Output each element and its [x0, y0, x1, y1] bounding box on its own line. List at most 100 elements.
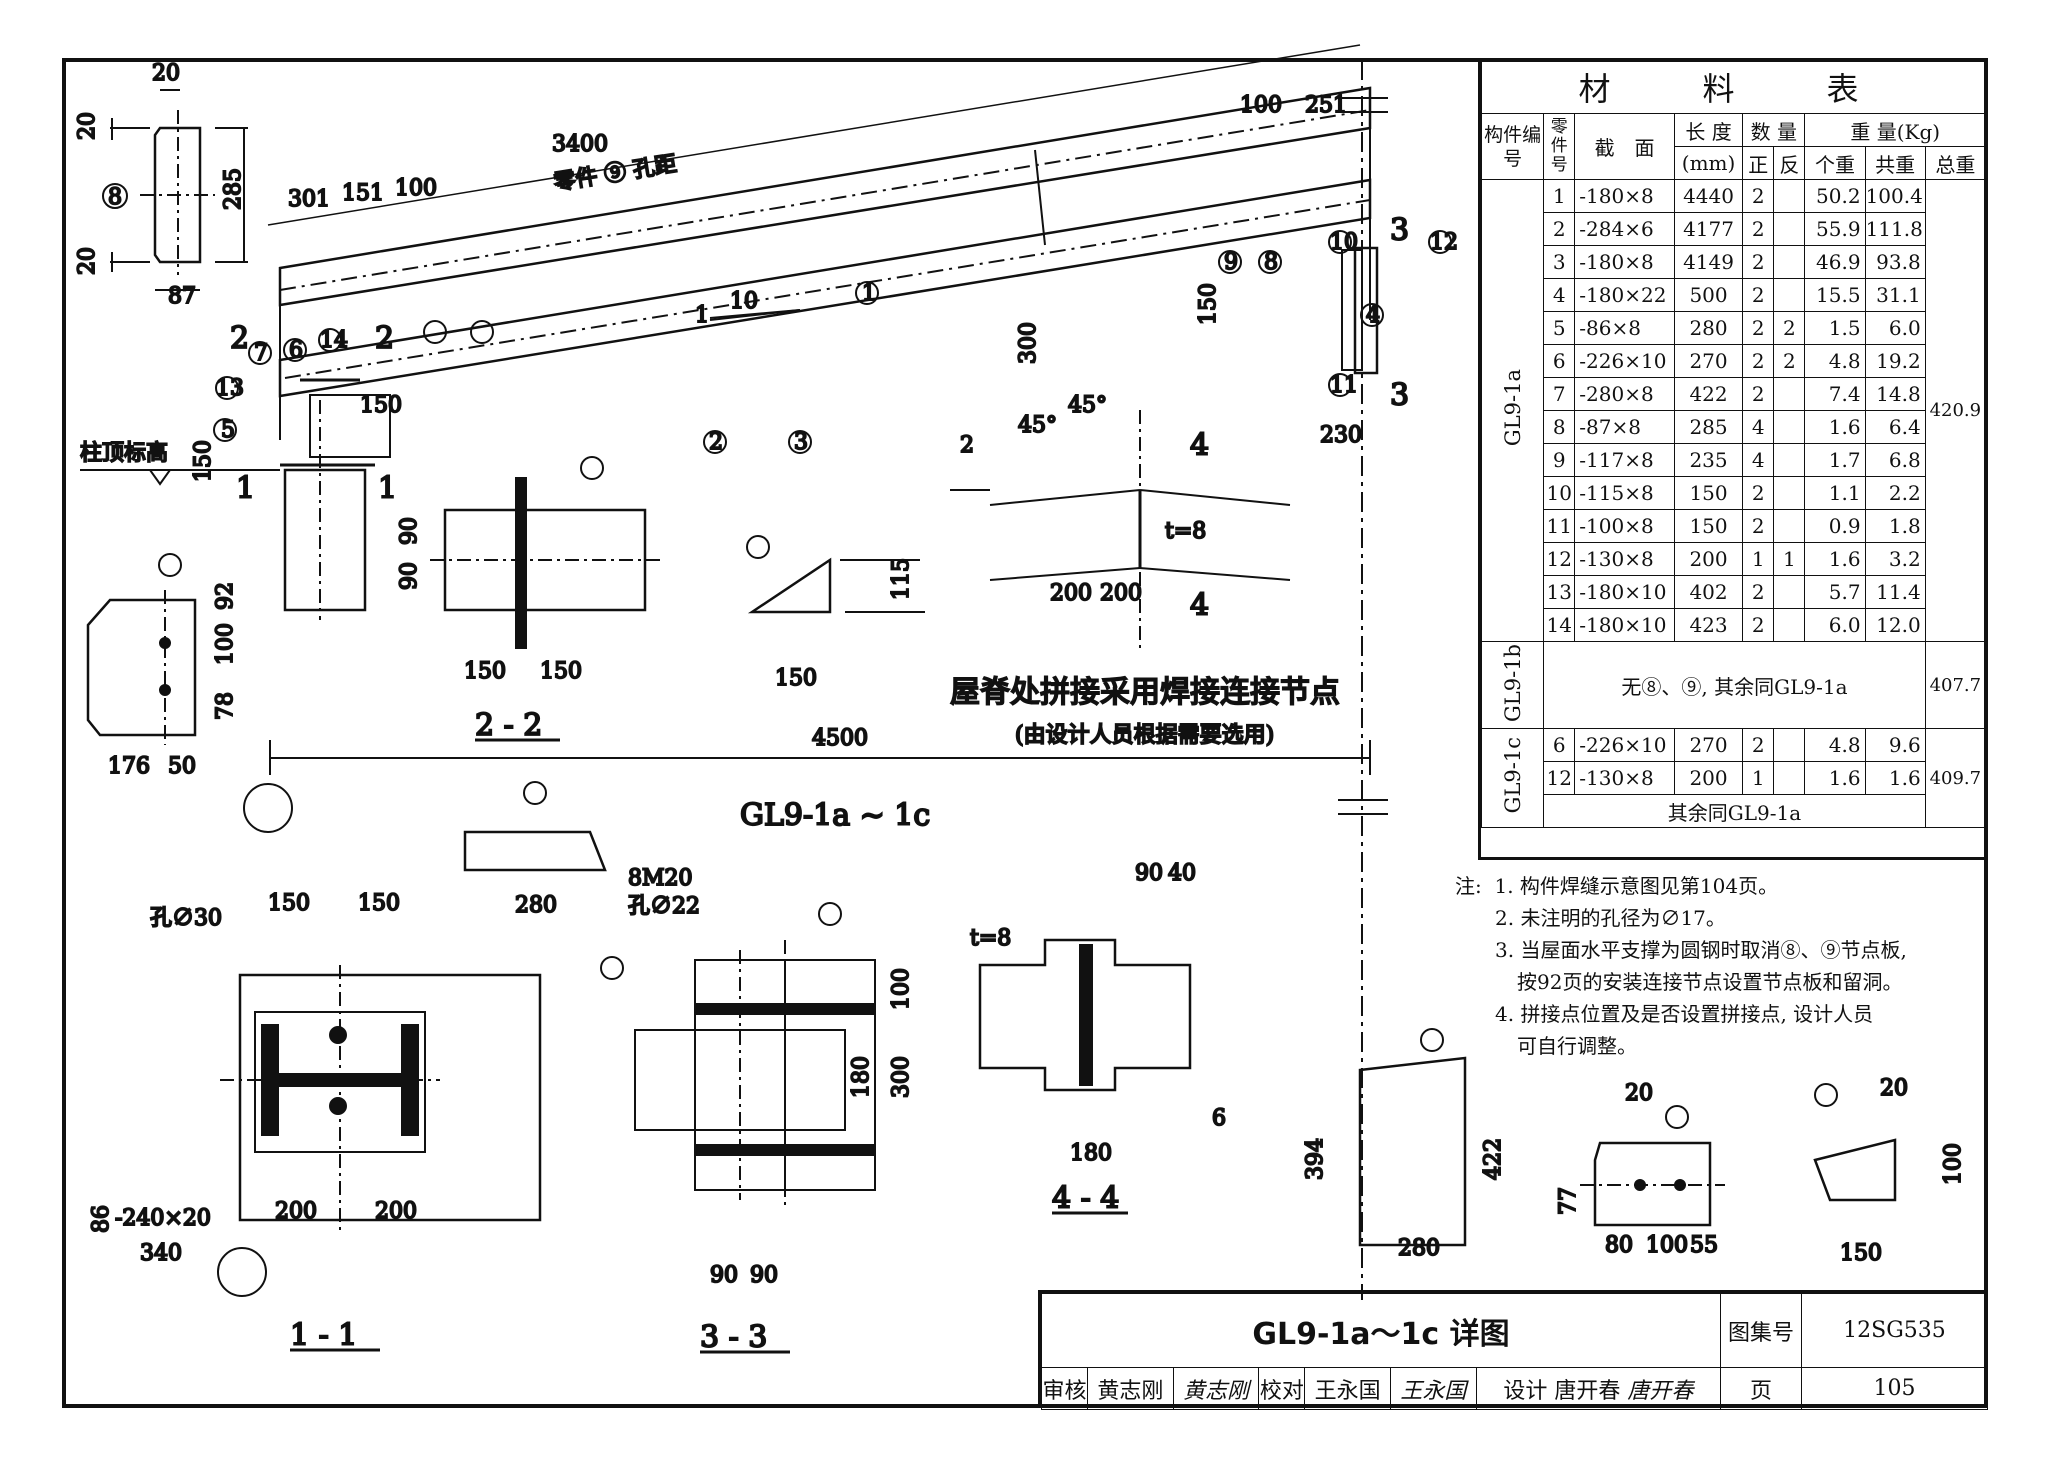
cell-section: -100×8	[1574, 509, 1675, 543]
dim-300-beam: 300	[1016, 322, 1041, 364]
reviewer-signature: 黄志刚	[1172, 1367, 1260, 1410]
cell-unit-weight: 1.1	[1804, 476, 1866, 510]
dim-251: 251	[1305, 93, 1347, 118]
dim-340: 340	[140, 1241, 182, 1266]
cell-qty-pos: 2	[1742, 509, 1775, 543]
dim-20-p9: 20	[1625, 1081, 1653, 1106]
cell-part-no: 6	[1543, 344, 1576, 378]
title-block: GL9-1a～1c 详图 图集号 12SG535 审核 黄志刚 黄志刚 校对 王…	[1038, 1290, 1988, 1410]
cell-unit-weight: 4.8	[1804, 728, 1866, 762]
dim-90-22b: 90	[397, 562, 422, 590]
member-b-note: 无⑧、⑨, 其余同GL9-1a	[1543, 641, 1926, 729]
cell-length: 402	[1673, 575, 1744, 609]
section-1-1: 1 - 1	[290, 1318, 357, 1353]
cell-total-weight: 111.8	[1864, 212, 1926, 246]
page-label: 页	[1720, 1367, 1802, 1410]
dim-90-22a: 90	[397, 517, 422, 545]
dim-77-p9: 77	[1556, 1187, 1581, 1215]
cell-part-no: 12	[1543, 761, 1576, 795]
cell-length: 4149	[1673, 245, 1744, 279]
hdr-qty-pos: 正	[1742, 146, 1775, 180]
cell-qty-rev	[1773, 410, 1806, 444]
note-line-5: 4. 拼接点位置及是否设置拼接点, 设计人员	[1495, 1002, 1874, 1026]
dim-100-a: 100	[395, 176, 437, 201]
cell-qty-rev	[1773, 761, 1806, 795]
dim-151: 151	[342, 181, 384, 206]
atlas-label: 图集号	[1720, 1293, 1802, 1368]
dim-50-p6: 50	[168, 754, 196, 779]
cell-qty-rev	[1773, 728, 1806, 762]
grand-total-cell: 409.7	[1924, 728, 1987, 828]
dim-230: 230	[1320, 423, 1362, 448]
material-row-note: 其余同GL9-1a	[1482, 794, 1986, 828]
cell-section: -86×8	[1574, 311, 1675, 345]
weld-6: 6	[1212, 1106, 1226, 1131]
dim-150-22a: 150	[464, 659, 506, 684]
hdr-weight: 重 量(Kg)	[1804, 113, 1986, 147]
member-cell: GL9-1a	[1480, 179, 1545, 642]
dim-176: 176	[108, 754, 150, 779]
dim-55-p9: 55	[1690, 1233, 1718, 1258]
cell-length: 4177	[1673, 212, 1744, 246]
dim-100-top: 100	[1240, 93, 1282, 118]
callout-1: 1	[862, 281, 876, 306]
page-number: 105	[1801, 1367, 1988, 1410]
cell-unit-weight: 1.6	[1804, 761, 1866, 795]
hdr-qty-rev: 反	[1773, 146, 1806, 180]
dim-92: 92	[213, 582, 238, 610]
callout-8: 8	[1264, 250, 1278, 275]
cell-unit-weight: 15.5	[1804, 278, 1866, 312]
dim-200-11a: 200	[275, 1199, 317, 1224]
hdr-section: 截 面	[1574, 113, 1675, 180]
dim-90-33a: 90	[710, 1263, 738, 1288]
slope-run: 10	[730, 289, 758, 314]
cell-qty-rev	[1773, 476, 1806, 510]
dim-4500: 4500	[812, 726, 868, 751]
section-mark-3a: 3	[1390, 213, 1409, 248]
member-cell: GL9-1c	[1480, 728, 1545, 828]
cell-unit-weight: 4.8	[1804, 344, 1866, 378]
callout-9: 9	[1224, 250, 1238, 275]
hdr-part-no: 零件号	[1543, 113, 1576, 180]
cell-section: -284×6	[1574, 212, 1675, 246]
cell-section: -117×8	[1574, 443, 1675, 477]
dim-20-b: 20	[75, 247, 100, 275]
grand-total-cell: 420.9	[1924, 179, 1987, 642]
cell-total-weight: 93.8	[1864, 245, 1926, 279]
section-mark-4b: 4	[1190, 588, 1209, 623]
cell-qty-pos: 1	[1742, 761, 1775, 795]
member-b: GL9-1b	[1480, 641, 1545, 729]
cell-unit-weight: 7.4	[1804, 377, 1866, 411]
t8-44: t=8	[970, 926, 1011, 951]
hdr-grand-total: 总重	[1924, 146, 1987, 180]
cell-qty-rev	[1773, 212, 1806, 246]
cell-total-weight: 3.2	[1864, 542, 1926, 576]
callout-2: 2	[709, 430, 723, 455]
slope-rise: 1	[695, 303, 709, 328]
review-label: 审核	[1041, 1367, 1088, 1410]
cell-section: -280×8	[1574, 377, 1675, 411]
cell-qty-pos: 2	[1742, 311, 1775, 345]
hdr-total-weight: 共重	[1864, 146, 1926, 180]
member-c-note: 其余同GL9-1a	[1543, 794, 1926, 828]
cell-part-no: 1	[1543, 179, 1576, 213]
dim-300-33: 300	[889, 1056, 914, 1098]
cell-section: -180×8	[1574, 179, 1675, 213]
cell-qty-rev	[1773, 179, 1806, 213]
ridge-title: 屋脊处拼接采用焊接连接节点	[950, 675, 1340, 710]
main-beam-elevation	[80, 44, 1897, 1354]
part-8-elevation	[102, 89, 248, 291]
material-table-title: 材 料 表	[1481, 60, 1986, 114]
dim-280-p5: 280	[515, 893, 557, 918]
cell-length: 235	[1673, 443, 1744, 477]
cell-section: -180×22	[1574, 278, 1675, 312]
